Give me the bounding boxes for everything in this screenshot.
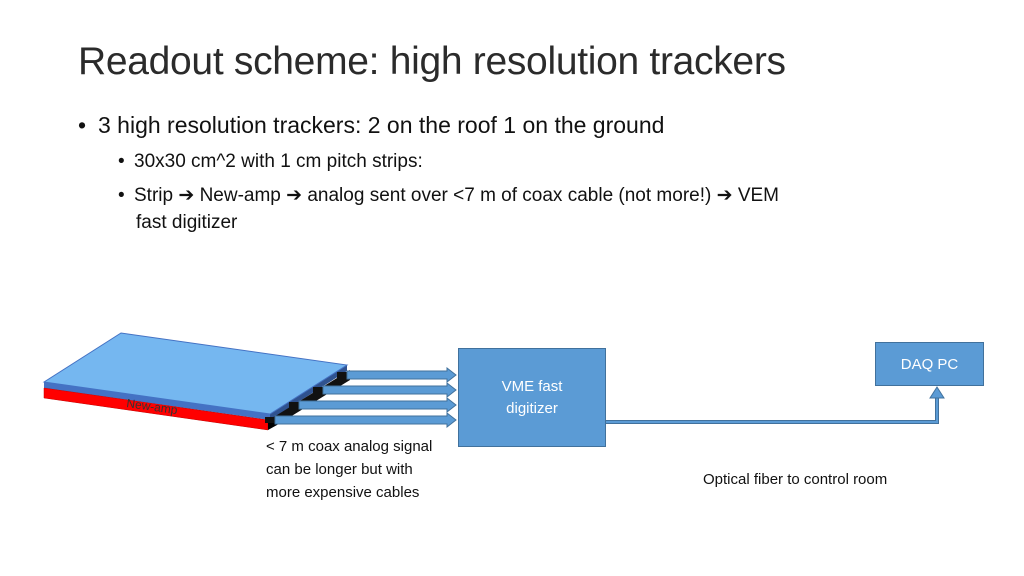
cable-connector: [337, 372, 347, 378]
coax-cable-arrow: [265, 411, 457, 429]
bullet-marker: •: [78, 112, 87, 138]
cable-arrow-body: [346, 366, 457, 384]
chain-fast-digitizer: fast digitizer: [136, 212, 238, 233]
bullet-marker: •: [118, 151, 125, 172]
cable-arrow-body: [298, 396, 457, 414]
coax-note: < 7 m coax analog signal can be longer b…: [266, 438, 433, 501]
fiber-arrowhead: [929, 386, 945, 399]
bullet-text: 3 high resolution trackers: 2 on the roo…: [98, 112, 665, 138]
tracker-edge: [44, 382, 270, 420]
right-arrow-icon: ➔: [178, 185, 195, 206]
cable-connector: [265, 417, 275, 423]
page-title: Readout scheme: high resolution trackers: [78, 40, 786, 83]
coax-cable-arrow: [337, 366, 457, 384]
bullet-text: 30x30 cm^2 with 1 cm pitch strips:: [134, 151, 423, 172]
bullet-marker: •: [118, 185, 125, 206]
coax-cables: [265, 366, 457, 429]
tracker-top: [42, 332, 349, 415]
chain-newamp: New-amp: [199, 185, 281, 206]
tracker-plane: New-amp: [42, 332, 350, 431]
chain-analog: analog sent over <7 m of coax cable (not…: [307, 185, 712, 206]
right-arrow-icon: ➔: [286, 185, 303, 206]
chain-strip: Strip: [134, 185, 174, 206]
cable-arrow-body: [322, 381, 457, 399]
coax-cable-arrow: [313, 381, 457, 399]
cable-arrow-body: [274, 411, 457, 429]
coax-cable-arrow: [289, 396, 457, 414]
cable-connector: [289, 402, 299, 408]
fiber-line: [606, 398, 939, 424]
right-arrow-icon: ➔: [716, 185, 733, 206]
bullet-strips: • 30x30 cm^2 with 1 cm pitch strips:: [118, 151, 423, 173]
fiber-line-inner: [606, 398, 938, 423]
vme-digitizer-box: VME fast digitizer: [458, 348, 606, 447]
bullet-trackers: • 3 high resolution trackers: 2 on the ro…: [78, 112, 664, 139]
bullet-signal-chain: • Strip ➔ New-amp ➔ analog sent over <7 m…: [118, 182, 958, 236]
daq-pc-box: DAQ PC: [875, 342, 984, 386]
cable-connector: [313, 387, 323, 393]
chain-vem: VEM: [737, 185, 779, 206]
fiber-note: Optical fiber to control room: [703, 471, 888, 488]
tracker-right-dark: [277, 370, 350, 425]
optical-fiber-arrow: [606, 386, 945, 424]
